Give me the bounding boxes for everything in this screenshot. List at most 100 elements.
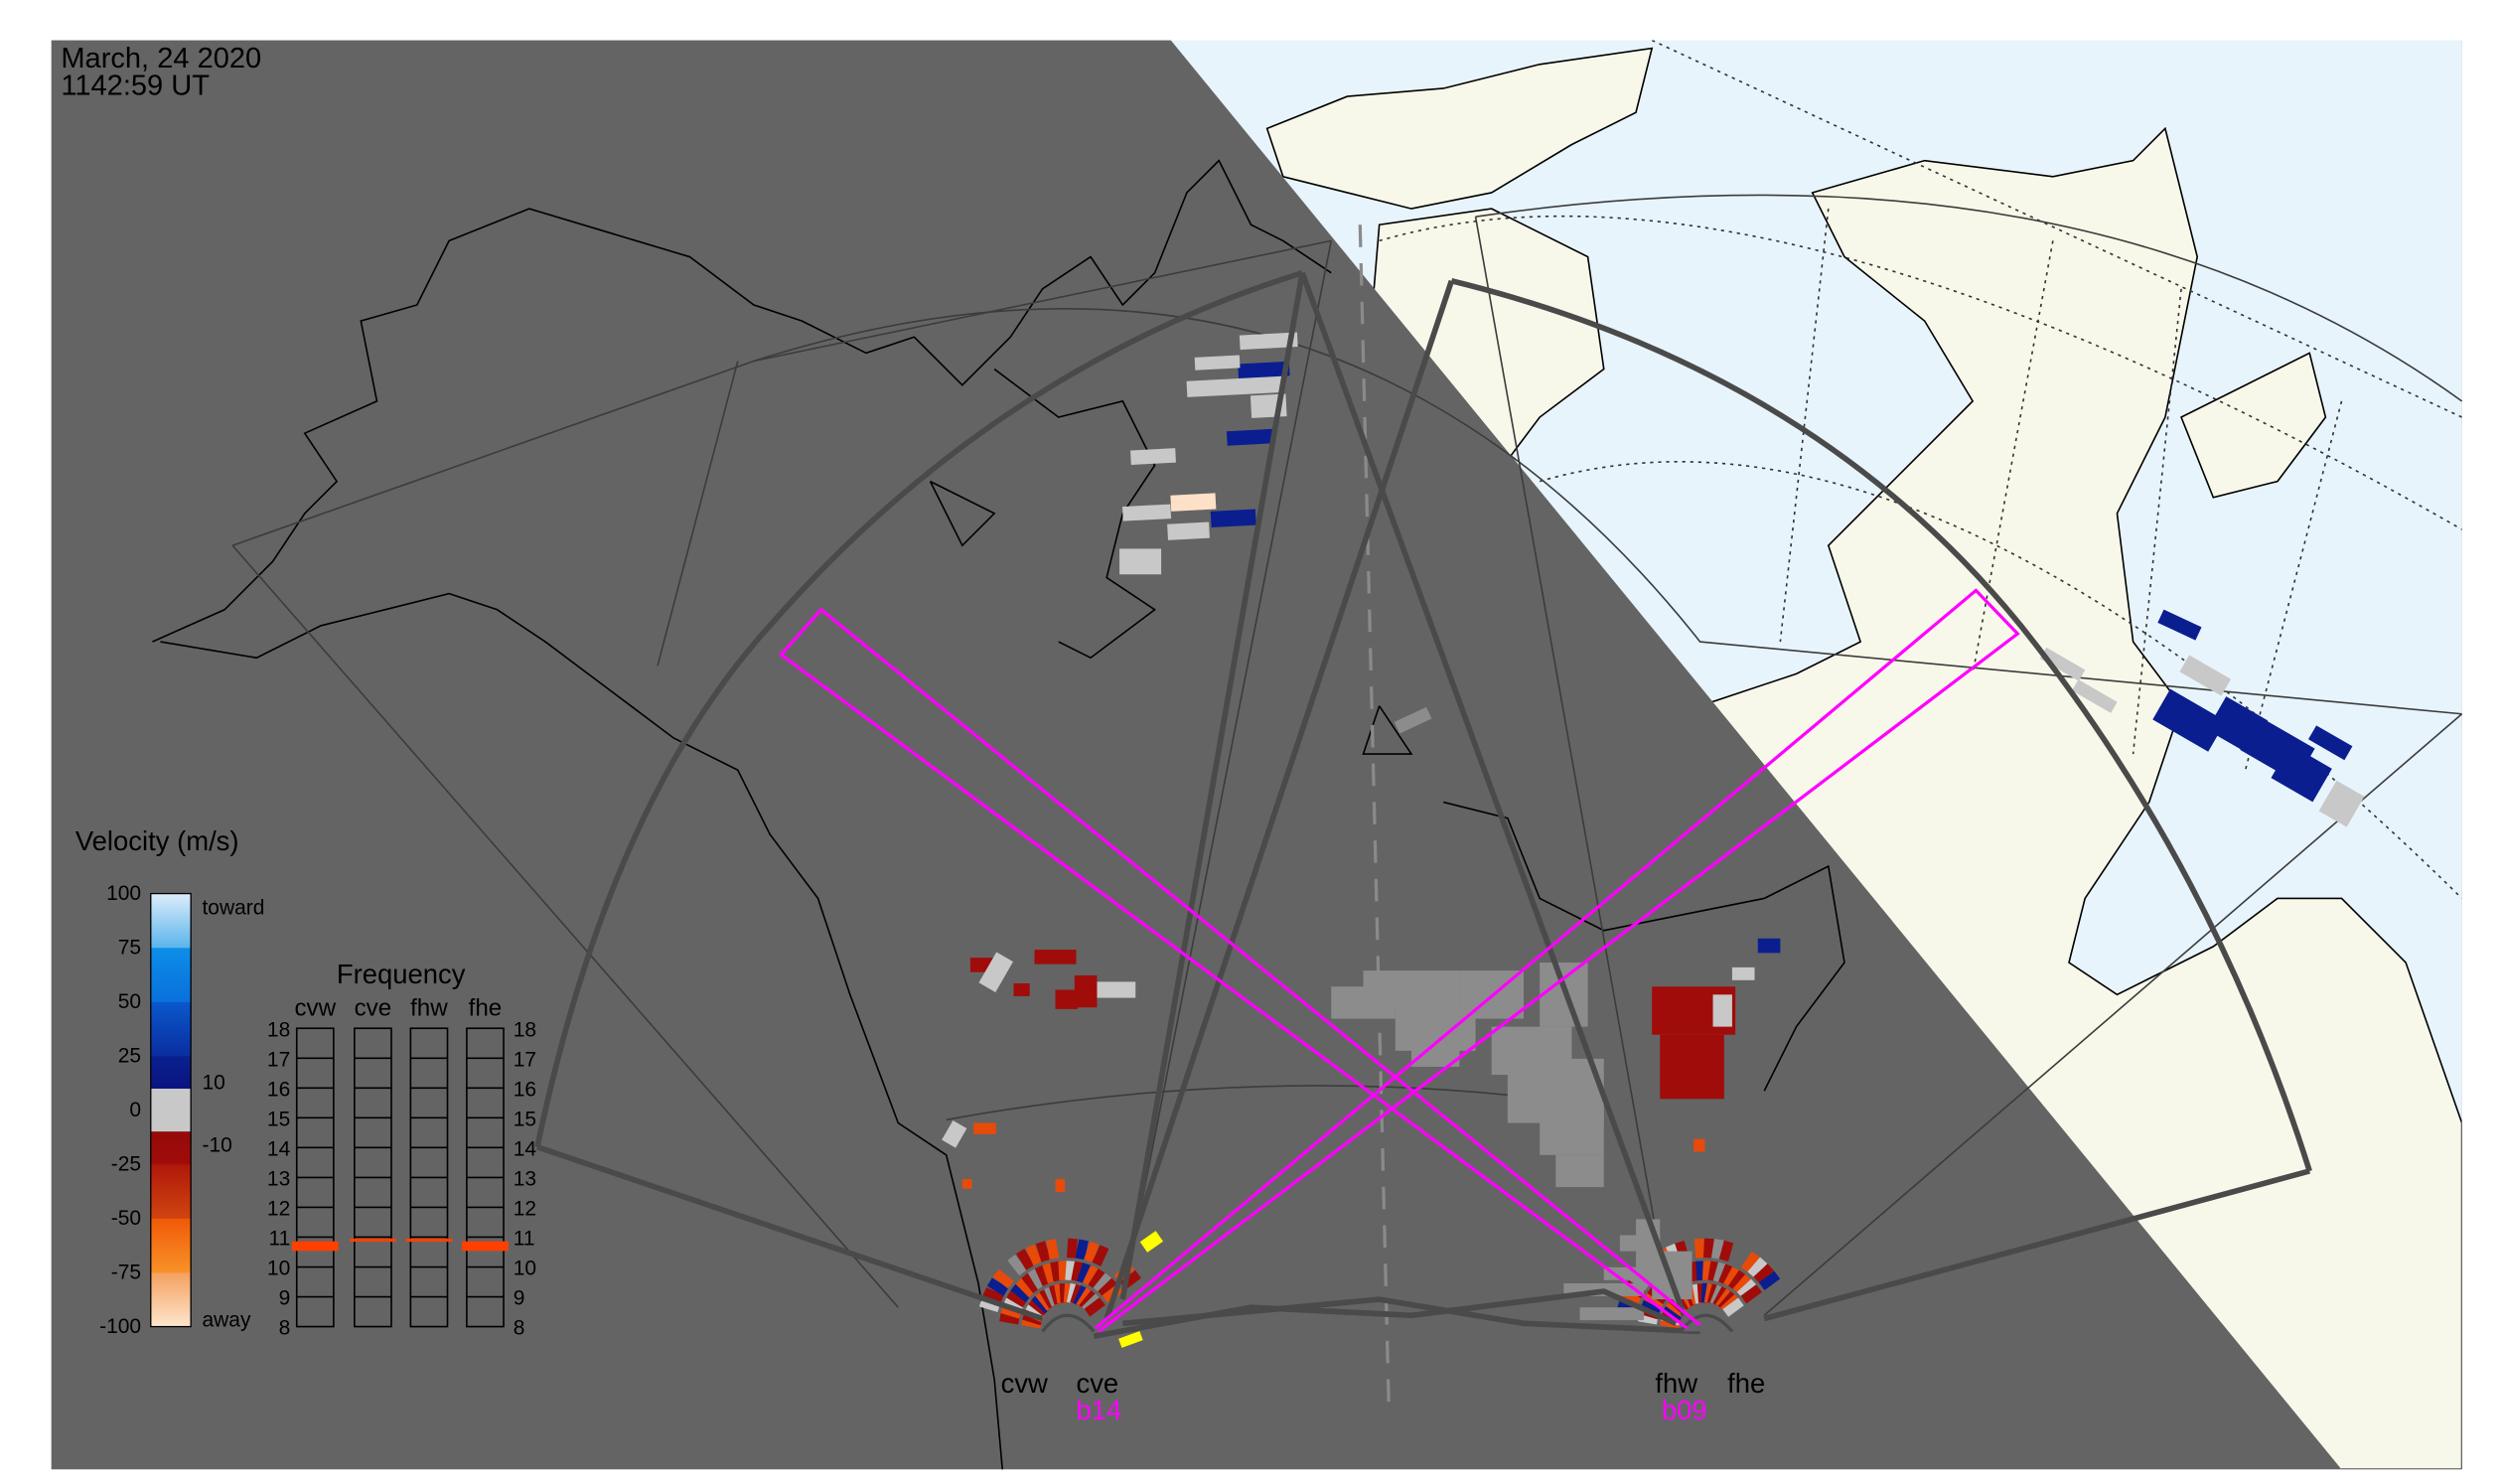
threshold-low: -10	[202, 1134, 231, 1157]
velocity-tick: -50	[111, 1207, 141, 1230]
frequency-tick-right: 13	[514, 1167, 536, 1190]
scatter-cell	[1015, 1276, 1036, 1298]
scatter-cell	[978, 952, 1014, 992]
frequency-tick-left: 11	[268, 1228, 290, 1251]
scatter-cell	[1084, 1297, 1105, 1317]
scatter-cell	[1084, 1241, 1100, 1263]
radar-label-cve: cve	[1076, 1368, 1118, 1399]
radar-label-fhe: fhe	[1727, 1368, 1765, 1399]
ground-scatter-cell	[1363, 970, 1460, 1011]
threshold-high: 10	[202, 1072, 224, 1095]
scatter-cell	[1118, 1331, 1143, 1348]
scatter-cell	[2271, 744, 2332, 803]
scatter-cell	[2157, 609, 2202, 641]
scatter-cell	[1093, 1272, 1113, 1294]
scatter-cell	[1074, 974, 1098, 1008]
scatter-cell	[1066, 1238, 1078, 1259]
scatter-cell	[1082, 1264, 1100, 1287]
scatter-cell	[1027, 1267, 1047, 1290]
frequency-tick-right: 18	[514, 1018, 536, 1041]
velocity-tick: -100	[99, 1315, 141, 1338]
scatter-cell	[2152, 688, 2226, 752]
ground-scatter-cell	[1579, 1307, 1645, 1321]
scatter-cell	[1693, 1238, 1705, 1259]
scatter-cell	[1055, 1179, 1066, 1192]
scatter-cell	[982, 1286, 1004, 1304]
frequency-tick-right: 10	[514, 1258, 536, 1280]
scatter-cell	[1034, 950, 1077, 965]
scatter-cell	[1130, 448, 1176, 466]
highlighted-beams	[778, 588, 2020, 1333]
scatter-cell	[1747, 1257, 1768, 1278]
frequency-tick-right: 12	[514, 1198, 536, 1221]
beam-label-cve: b14	[1076, 1395, 1121, 1425]
scatter-cell	[1035, 1241, 1051, 1262]
velocity-tick: -75	[111, 1261, 141, 1284]
scatter-cell	[1021, 1271, 1041, 1293]
velocity-tick: 25	[118, 1045, 141, 1068]
scatter-cell	[1643, 1290, 1666, 1309]
radar-label-fhw: fhw	[1655, 1368, 1697, 1399]
scatter-cell	[1194, 355, 1241, 371]
velocity-tick: -25	[111, 1153, 141, 1176]
scatter-cell	[1722, 1297, 1744, 1317]
scatter-cell	[1025, 1244, 1043, 1266]
scatter-cell	[2179, 655, 2232, 696]
fov-cv-west	[534, 269, 1304, 1148]
frequency-tick-right: 9	[514, 1287, 525, 1310]
scatter-cell	[1097, 981, 1136, 998]
scatter-cell	[1010, 1282, 1032, 1303]
scatter-cell	[1693, 1138, 1705, 1152]
radar-label-cvw: cvw	[1001, 1368, 1048, 1399]
scatter-cell	[2072, 679, 2118, 713]
frequency-tick-left: 17	[267, 1048, 290, 1071]
beam-label-fhw: b09	[1662, 1395, 1707, 1425]
frequency-radar-cvw: cvw	[294, 994, 336, 1021]
frequency-tick-right: 16	[514, 1078, 536, 1101]
coastlines	[152, 159, 1845, 1470]
scatter-cell	[1077, 1262, 1093, 1284]
scatter-cell	[1055, 989, 1079, 1009]
toward-label: toward	[202, 897, 264, 920]
ground-scatter-cell	[1555, 1154, 1604, 1188]
scatter-cell	[1075, 1239, 1089, 1261]
scatter-cell	[1712, 1261, 1728, 1283]
scatter-cell	[1731, 966, 1755, 980]
scatter-cell	[986, 1277, 1009, 1296]
frequency-tick-right: 8	[514, 1317, 525, 1340]
scatter-cell	[1170, 493, 1217, 512]
velocity-title: Velocity (m/s)	[75, 825, 239, 856]
scatter-cell	[1016, 1249, 1035, 1270]
scatter-cell	[1088, 1268, 1106, 1290]
scatter-cell	[1641, 1297, 1663, 1314]
scatter-cell	[1007, 1254, 1027, 1276]
time-label: 1142:59 UT	[61, 70, 210, 101]
scatter-cell	[1660, 1034, 1724, 1100]
scatter-cell	[1740, 1284, 1762, 1304]
frequency-radar-fhe: fhe	[469, 994, 503, 1021]
frequency-marker-fhw	[405, 1238, 453, 1243]
frequency-title: Frequency	[337, 959, 466, 989]
scatter-cell	[1092, 1245, 1109, 1266]
frequency-tick-left: 15	[267, 1108, 290, 1130]
scatter-cell	[1757, 938, 1781, 954]
scatter-cell	[942, 1119, 967, 1148]
beam-cve-b14	[1094, 588, 2020, 1333]
scatter-cell	[1006, 1289, 1028, 1308]
frequency-tick-right: 17	[514, 1048, 536, 1071]
frequency-tick-left: 12	[267, 1198, 290, 1221]
scatter-cell	[2318, 780, 2365, 827]
frequency-marker-fhe	[462, 1241, 509, 1252]
velocity-tick: 50	[118, 990, 141, 1013]
frequency-tick-right: 11	[514, 1228, 535, 1251]
frequency-tick-left: 18	[267, 1018, 290, 1041]
scatter-cell	[1238, 361, 1290, 378]
scatter-cell	[1736, 1278, 1758, 1299]
scatter-cell	[1723, 1266, 1741, 1288]
scatter-cell	[961, 1179, 972, 1189]
scatter-cell	[1753, 1263, 1775, 1284]
scatter-cell	[1717, 1263, 1735, 1286]
frequency-marker-cvw	[291, 1241, 339, 1252]
